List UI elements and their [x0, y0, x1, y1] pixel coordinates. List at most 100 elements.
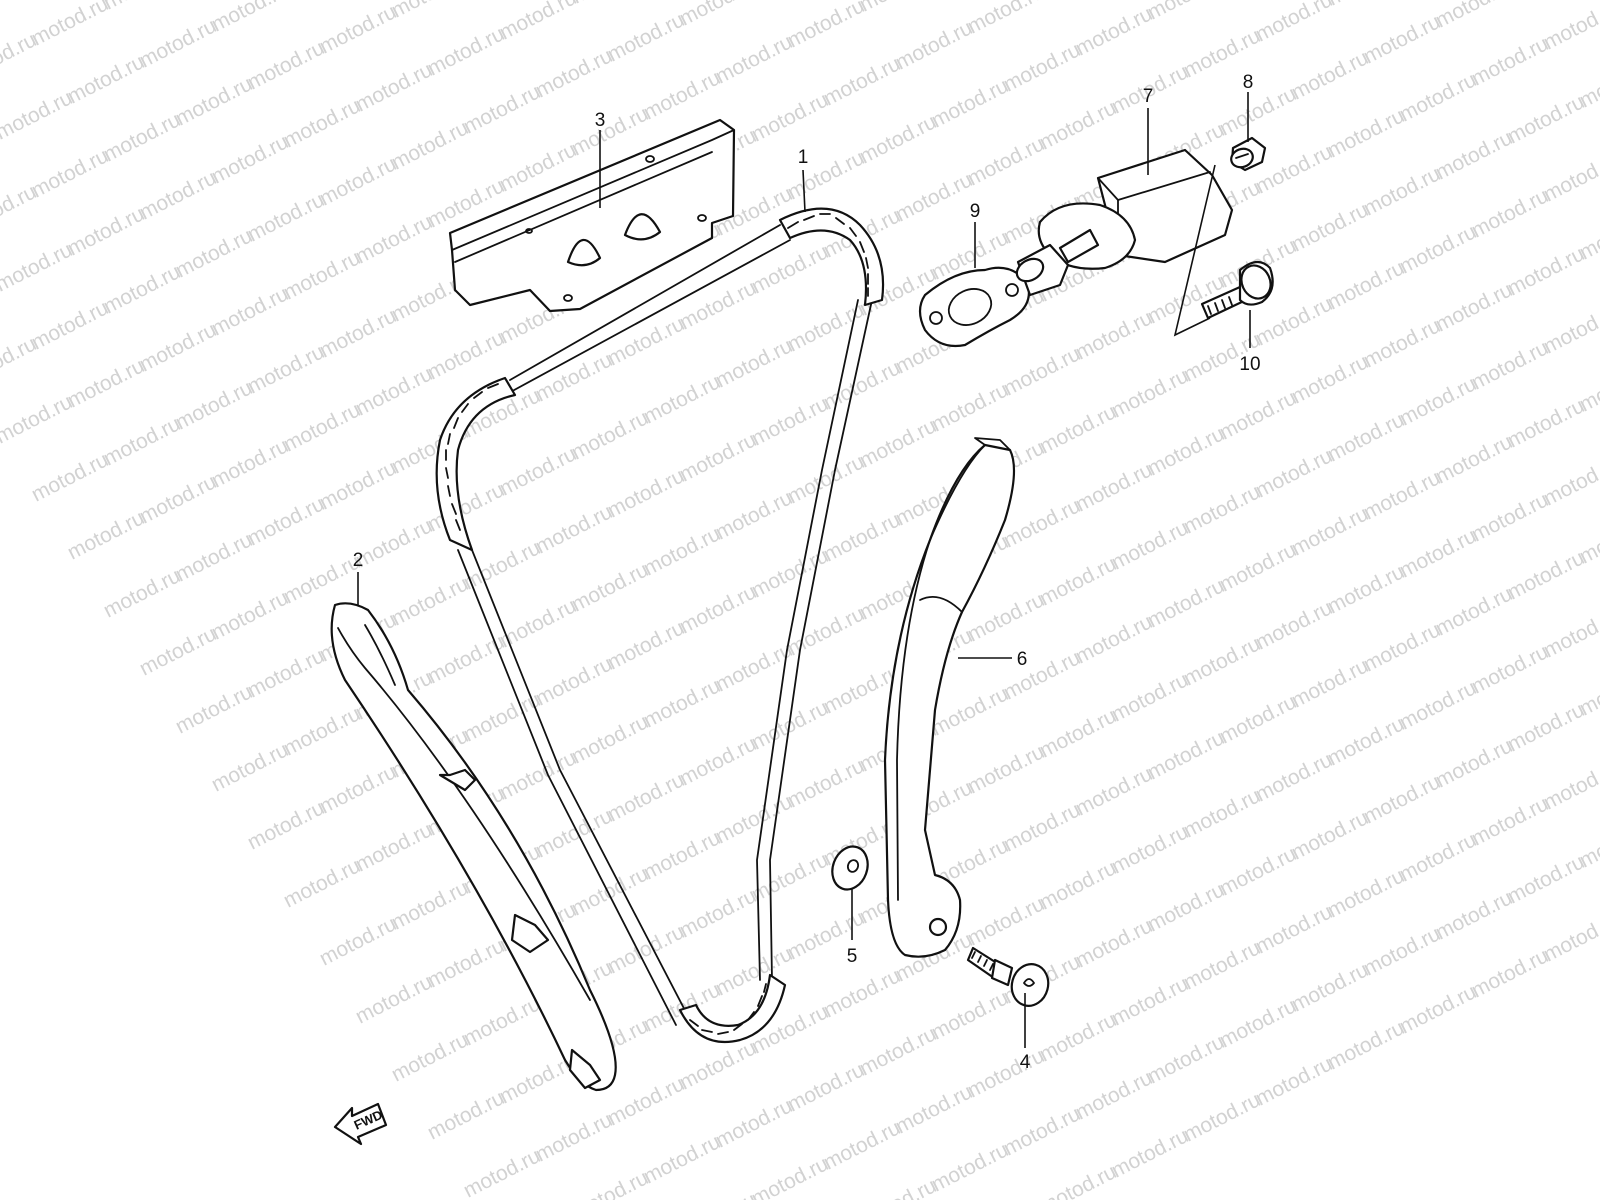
watermark-text: motod.ru — [280, 94, 364, 152]
tensioner-plug[interactable] — [1229, 136, 1267, 172]
callout-9: 9 — [970, 201, 981, 222]
watermark-text: motod.ru — [640, 1130, 724, 1188]
watermark-text: motod.ru — [712, 1094, 796, 1152]
watermark-text: motod.ru — [316, 304, 400, 362]
watermark-text: motod.ru — [424, 22, 508, 80]
watermark-text: motod.ru — [928, 1138, 1012, 1196]
watermark-text: motod.ru — [352, 818, 436, 876]
watermark-text: motod.ru — [1072, 762, 1156, 820]
watermark-text: motod.ru — [640, 522, 724, 580]
watermark-text: motod.ru — [1396, 828, 1480, 886]
callout-5: 5 — [847, 946, 858, 967]
watermark-text: motod.ru — [1468, 184, 1552, 242]
watermark-text: motod.ru — [208, 0, 292, 36]
watermark-text: motod.ru — [316, 456, 400, 514]
callout-8: 8 — [1243, 72, 1254, 93]
watermark-text: motod.ru — [1036, 856, 1120, 914]
watermark-text: motod.ru — [1072, 610, 1156, 668]
watermark-text: motod.ru — [172, 528, 256, 586]
watermark-text: motod.ru — [1000, 646, 1084, 704]
watermark-text: motod.ru — [820, 508, 904, 566]
tensioner-arm[interactable] — [883, 437, 1016, 958]
cam-chain[interactable] — [435, 207, 885, 1044]
watermark-text: motod.ru — [640, 826, 724, 884]
watermark-text: motod.ru — [964, 892, 1048, 950]
watermark-text: motod.ru — [1108, 364, 1192, 422]
watermark-text: motod.ru — [1288, 958, 1372, 1016]
watermark-text: motod.ru — [460, 1144, 544, 1200]
watermark-text: motod.ru — [1144, 726, 1228, 784]
watermark-text: motod.ru — [784, 1058, 868, 1116]
watermark-text: motod.ru — [100, 564, 184, 622]
callout-3: 3 — [595, 110, 606, 131]
front-chain-guide[interactable] — [330, 602, 617, 1092]
watermark-text: motod.ru — [0, 238, 76, 296]
watermark-text: motod.ru — [1180, 632, 1264, 690]
watermark-text: motod.ru — [1396, 676, 1480, 734]
watermark-text: motod.ru — [1540, 756, 1600, 814]
top-chain-guide[interactable] — [448, 118, 736, 313]
watermark-text: motod.ru — [1396, 68, 1480, 126]
watermark-text: motod.ru — [1000, 494, 1084, 552]
watermark-text: motod.ru — [1252, 596, 1336, 654]
watermark-text: motod.ru — [964, 1044, 1048, 1102]
guide-bolt[interactable] — [966, 946, 1053, 1010]
fwd-arrow-icon — [333, 1102, 388, 1146]
watermark-text: motod.ru — [604, 8, 688, 66]
watermark-text: motod.ru — [1360, 314, 1444, 372]
fwd-arrow: FWD — [333, 1102, 388, 1146]
watermark-text: motod.ru — [1288, 350, 1372, 408]
watermark-text: motod.ru — [1108, 972, 1192, 1030]
watermark-text: motod.ru — [1360, 922, 1444, 980]
watermark-text: motod.ru — [136, 14, 220, 72]
watermark-text: motod.ru — [784, 754, 868, 812]
watermark-text: motod.ru — [676, 276, 760, 334]
watermark-text: motod.ru — [172, 376, 256, 434]
watermark-text: motod.ru — [1180, 480, 1264, 538]
watermark-text: motod.ru — [1504, 698, 1588, 756]
watermark-text: motod.ru — [856, 1174, 940, 1200]
watermark-text: motod.ru — [136, 470, 220, 528]
watermark-text: motod.ru — [244, 340, 328, 398]
watermark-text: motod.ru — [1144, 574, 1228, 632]
watermark-text: motod.ru — [172, 72, 256, 130]
watermark-text: motod.ru — [712, 334, 796, 392]
watermark-text: motod.ru — [460, 80, 544, 138]
adjuster-bolt[interactable] — [1200, 260, 1276, 320]
watermark-text: motod.ru — [1108, 820, 1192, 878]
watermark-text: motod.ru — [1540, 0, 1600, 54]
tensioner-gasket[interactable] — [918, 266, 1031, 348]
watermark-text: motod.ru — [964, 740, 1048, 798]
watermark-text: motod.ru — [1324, 0, 1408, 10]
watermark-text: motod.ru — [1072, 458, 1156, 516]
watermark-text: motod.ru — [1036, 96, 1120, 154]
washer[interactable] — [827, 842, 874, 895]
watermark-text: motod.ru — [1216, 82, 1300, 140]
watermark-text: motod.ru — [388, 876, 472, 934]
watermark-text: motod.ru — [1468, 488, 1552, 546]
watermark-text: motod.ru — [1288, 654, 1372, 712]
watermark-text: motod.ru — [1360, 466, 1444, 524]
watermark-text: motod.ru — [1324, 712, 1408, 770]
watermark-text: motod.ru — [1360, 162, 1444, 220]
watermark-text: motod.ru — [964, 0, 1048, 38]
watermark-text: motod.ru — [100, 260, 184, 318]
watermark-text: motod.ru — [496, 442, 580, 500]
watermark-text: motod.ru — [64, 202, 148, 260]
watermark-text: motod.ru — [100, 108, 184, 166]
watermark-text: motod.ru — [388, 0, 472, 22]
watermark-text: motod.ru — [856, 110, 940, 168]
watermark-text: motod.ru — [604, 1072, 688, 1130]
watermark-text: motod.ru — [1108, 668, 1192, 726]
tensioner-adjuster[interactable] — [1013, 148, 1234, 297]
watermark-text: motod.ru — [1504, 394, 1588, 452]
watermark-text: motod.ru — [1396, 372, 1480, 430]
watermark-text: motod.ru — [1216, 842, 1300, 900]
watermark-text: motod.ru — [136, 318, 220, 376]
watermark-text: motod.ru — [1108, 516, 1192, 574]
callout-labels: 1 2 3 4 5 6 7 8 9 10 — [353, 72, 1261, 1073]
watermark-text: motod.ru — [28, 144, 112, 202]
watermark-text: motod.ru — [676, 580, 760, 638]
watermark-text: motod.ru — [208, 282, 292, 340]
